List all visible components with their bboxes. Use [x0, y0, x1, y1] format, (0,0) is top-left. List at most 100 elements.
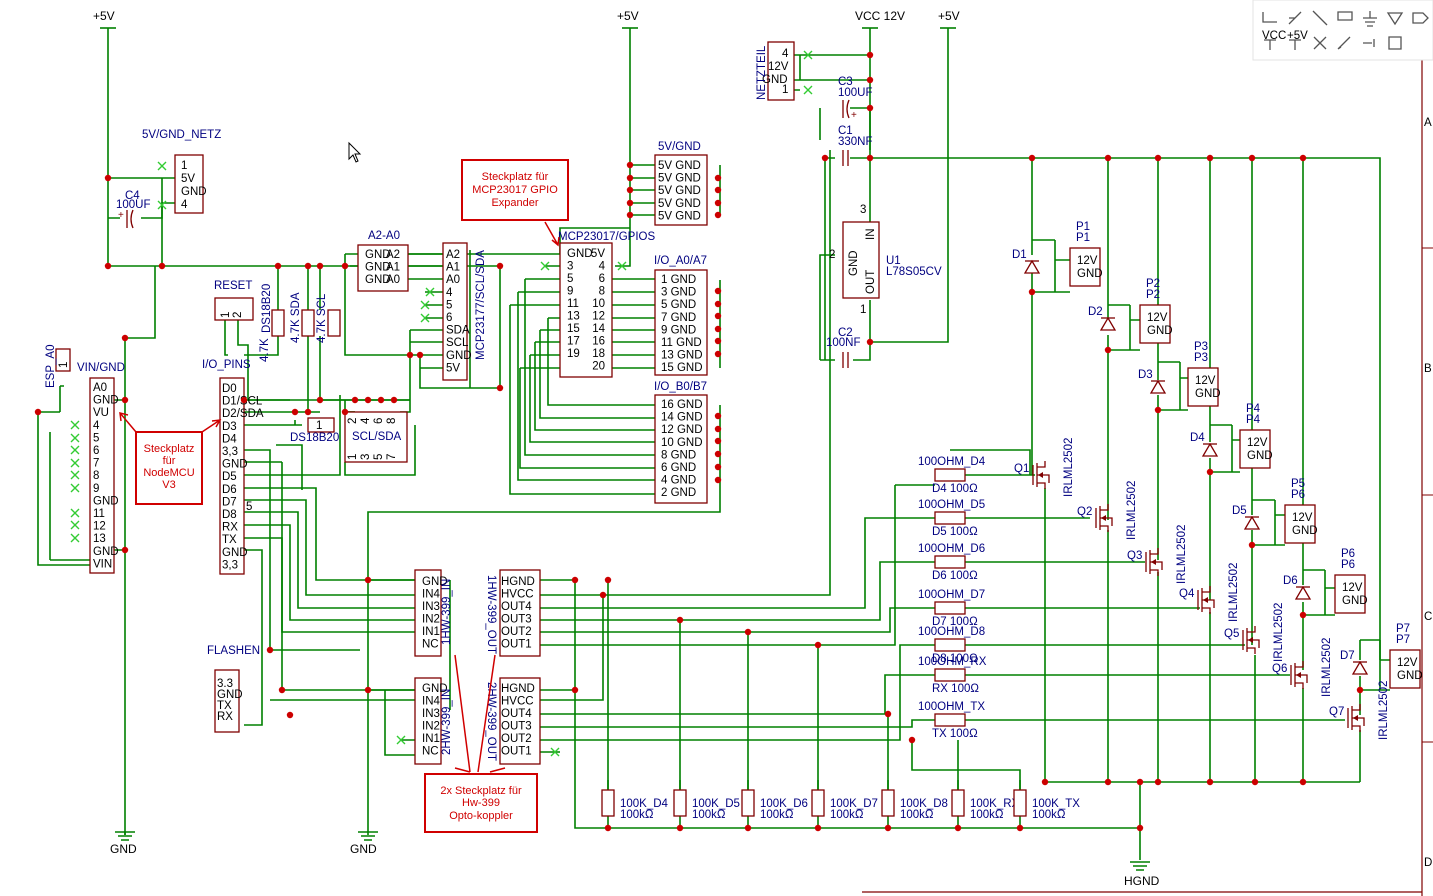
regulator-u1[interactable]: IN GND OUT 3 2 1 U1 L78S05CV — [829, 204, 942, 316]
connector-io-pins[interactable]: I/O_PINS D0D1/SCLD2/SDAD3D43,3GNDD5D6D7D… — [202, 359, 264, 575]
pulldown-resistors[interactable]: 100K_D4100kΩ100K_D5100kΩ100K_D6100kΩ100K… — [601, 789, 1080, 821]
select-icon[interactable] — [1388, 36, 1402, 50]
resistor-scl[interactable]: 4.7K SCL — [316, 293, 341, 343]
component-value: IRLML2502 — [1228, 563, 1240, 622]
flyback-diode[interactable]: D6 — [1283, 575, 1312, 600]
plus5v-flag-icon[interactable] — [1289, 39, 1301, 50]
note-hw399: 2x Steckplatz für Hw-399 Opto-koppler — [424, 654, 538, 833]
flyback-diode[interactable]: D2 — [1088, 306, 1117, 331]
gnd-flag-icon[interactable] — [1386, 12, 1404, 26]
wire-icon[interactable] — [1262, 12, 1277, 23]
capacitor-c1[interactable]: C1 330NF — [838, 125, 873, 166]
connector-mcp-gpios[interactable]: MCP23017/GPIOS GND35911131517195V4681012… — [558, 231, 655, 378]
component-label: U1 — [886, 255, 901, 267]
connector-ds18b20[interactable]: 1 DS18B20 — [290, 417, 339, 444]
no-connect-icon[interactable] — [1313, 36, 1327, 50]
port-arrow-icon[interactable] — [1412, 12, 1429, 24]
net-label-icon[interactable] — [1337, 11, 1353, 21]
net-port-icon[interactable] — [1363, 11, 1377, 27]
capacitor-c4[interactable]: C4 100UF + — [116, 190, 151, 229]
connector-reset[interactable]: RESET 1 2 — [214, 280, 254, 321]
component-label: 1HW-399_IN — [441, 579, 453, 645]
vcc-flag-icon[interactable] — [1264, 39, 1276, 50]
probe-icon[interactable] — [1337, 36, 1351, 50]
component-label: D7 — [1340, 650, 1355, 662]
capacitor-c2[interactable]: C2 100NF — [826, 327, 861, 368]
pin-icon[interactable] — [1363, 39, 1375, 47]
pin-label: 13 — [93, 533, 106, 545]
pin-label: 15 GND — [661, 362, 703, 374]
bus-entry-icon[interactable] — [1312, 10, 1328, 26]
junction-dot — [714, 174, 722, 182]
flyback-diode[interactable]: D4 — [1190, 432, 1219, 457]
connector-netzteil[interactable]: 4 12V GND 1 NETZTEIL — [756, 41, 795, 101]
connector-esp-a0[interactable]: 1 ESP_A0 — [45, 345, 71, 388]
resistor-ds18b20[interactable]: DS18B20 4.7K — [259, 284, 285, 362]
flyback-diode[interactable]: D7 — [1340, 650, 1369, 675]
flyback-diode[interactable]: D3 — [1138, 369, 1167, 394]
bus-icon[interactable] — [1288, 11, 1302, 25]
junction-dot — [1251, 778, 1259, 786]
no-connect-icon — [157, 200, 167, 210]
connector-5v-gnd-netz[interactable]: 5V/GND_NETZ 1 5V GND 4 — [142, 129, 221, 214]
component-label: 100K_TX — [1032, 798, 1080, 810]
resistor-sda[interactable]: 4.7K SDA — [290, 292, 315, 343]
pin-label: 11 — [93, 508, 105, 520]
wiring-toolbar[interactable]: VCC+5V — [1252, 0, 1433, 61]
flyback-diode[interactable]: D5 — [1232, 505, 1261, 530]
capacitor-c3[interactable]: C3 100UF + — [838, 76, 873, 121]
pin-label: 8 — [93, 470, 99, 482]
flyback-diode[interactable]: D1 — [1012, 249, 1041, 274]
